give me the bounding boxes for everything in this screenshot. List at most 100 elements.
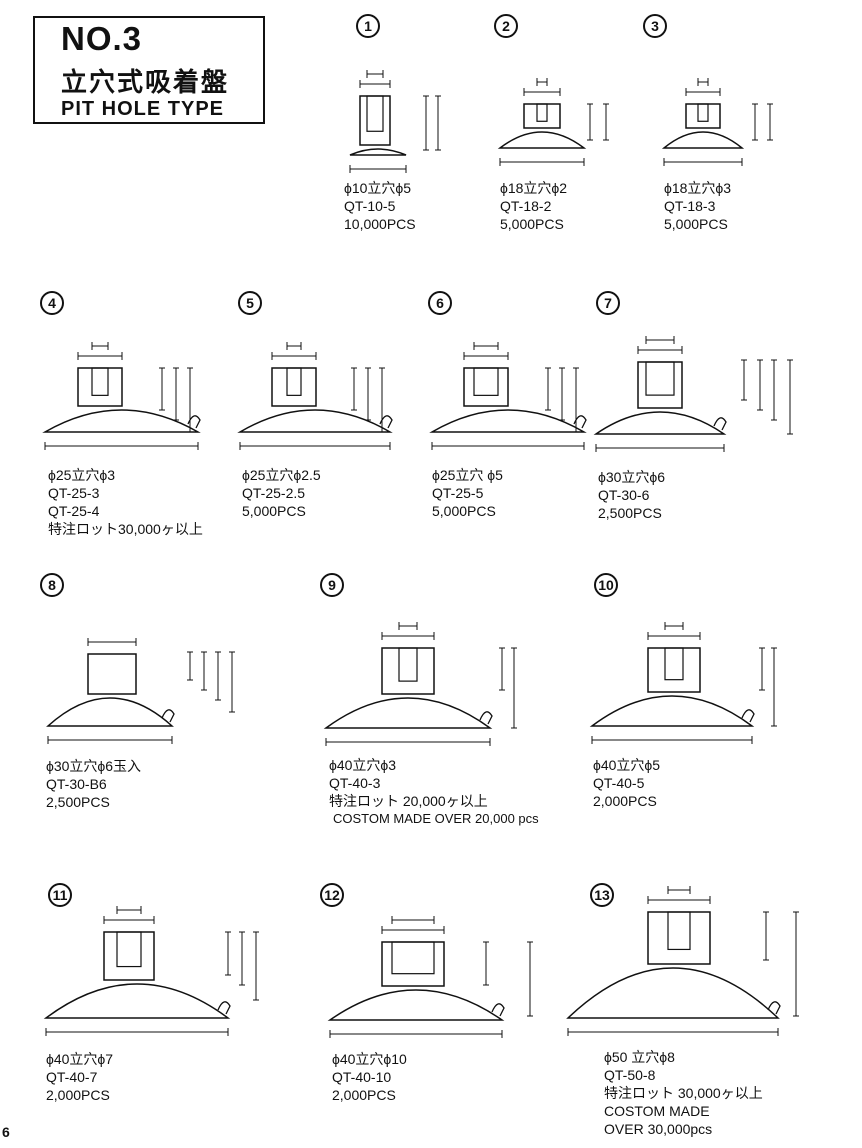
pit-hole <box>697 103 709 122</box>
caption-line: ϕ40立穴ϕ10 <box>332 1051 407 1067</box>
stem-outline <box>77 367 123 407</box>
caption-line: QT-25-4 <box>48 503 100 519</box>
suction-cup-body <box>349 148 407 156</box>
caption-item-4: ϕ25立穴ϕ3 QT-25-3 QT-25-4 特注ロット30,000ヶ以上 <box>48 466 203 538</box>
item-number-6: 6 <box>428 291 452 315</box>
pit-hole <box>536 103 548 122</box>
stem-outline <box>523 103 561 129</box>
caption-line: QT-40-7 <box>46 1069 98 1085</box>
item-number-11: 11 <box>48 883 72 907</box>
caption-item-8: ϕ30立穴ϕ6玉入 QT-30-B6 2,500PCS <box>46 757 141 811</box>
caption-line: 5,000PCS <box>432 503 496 519</box>
item-number-3: 3 <box>643 14 667 38</box>
caption-line: 2,000PCS <box>332 1087 396 1103</box>
pit-hole <box>286 367 302 396</box>
caption-item-12: ϕ40立穴ϕ10 QT-40-10 2,000PCS <box>332 1050 407 1104</box>
caption-line: 2,000PCS <box>593 793 657 809</box>
caption-item-1: ϕ10立穴ϕ5 QT-10-5 10,000PCS <box>344 179 416 233</box>
caption-line: ϕ40立穴ϕ5 <box>593 757 661 773</box>
caption-item-7: ϕ30立穴ϕ6 QT-30-6 2,500PCS <box>598 468 665 522</box>
stem-outline <box>647 911 711 965</box>
suction-cup-body <box>589 695 755 727</box>
caption-line: 5,000PCS <box>664 216 728 232</box>
caption-line: COSTOM MADE <box>604 1103 710 1119</box>
item-number-7: 7 <box>596 291 620 315</box>
item-number-12: 12 <box>320 883 344 907</box>
pull-tab <box>161 709 175 723</box>
item-number-13: 13 <box>590 883 614 907</box>
caption-line: 特注ロット 20,000ヶ以上 <box>329 793 488 809</box>
caption-line: COSTOM MADE OVER 20,000 pcs <box>333 811 539 826</box>
caption-line: 2,000PCS <box>46 1087 110 1103</box>
stem-outline <box>103 931 155 981</box>
caption-line: ϕ18立穴ϕ3 <box>664 180 732 196</box>
suction-cup-body <box>46 697 174 727</box>
item-number-1: 1 <box>356 14 380 38</box>
pit-hole <box>473 367 499 396</box>
caption-item-5: ϕ25立穴ϕ2.5 QT-25-2.5 5,000PCS <box>242 466 321 520</box>
stem-outline <box>463 367 509 407</box>
pull-tab <box>187 415 201 429</box>
stem-outline <box>359 95 391 146</box>
suction-cup-body <box>566 967 780 1019</box>
caption-line: QT-30-B6 <box>46 776 107 792</box>
caption-line: ϕ30立穴ϕ6玉入 <box>46 758 142 774</box>
stem-outline <box>647 647 701 693</box>
caption-line: 5,000PCS <box>242 503 306 519</box>
caption-line: QT-30-6 <box>598 487 650 503</box>
caption-line: 2,500PCS <box>46 794 110 810</box>
pull-tab <box>767 1001 781 1015</box>
pit-hole <box>664 647 684 681</box>
caption-line: ϕ40立穴ϕ3 <box>329 757 397 773</box>
item-number-8: 8 <box>40 573 64 597</box>
caption-line: ϕ10立穴ϕ5 <box>344 180 412 196</box>
caption-item-10: ϕ40立穴ϕ5 QT-40-5 2,000PCS <box>593 756 660 810</box>
stem-outline <box>87 653 137 695</box>
caption-line: ϕ18立穴ϕ2 <box>500 180 568 196</box>
item-number-2: 2 <box>494 14 518 38</box>
pit-hole <box>391 941 435 975</box>
caption-line: ϕ30立穴ϕ6 <box>598 469 666 485</box>
pit-hole <box>366 95 384 132</box>
suction-cup-body <box>43 983 231 1019</box>
caption-line: QT-25-5 <box>432 485 484 501</box>
caption-line: QT-25-3 <box>48 485 100 501</box>
caption-line: ϕ25立穴 ϕ5 <box>432 467 503 483</box>
page-number: 6 <box>2 1124 10 1140</box>
stem-outline <box>381 647 435 695</box>
pit-hole <box>645 361 675 396</box>
suction-cup-body <box>323 697 493 729</box>
pull-tab <box>573 415 587 429</box>
caption-line: QT-25-2.5 <box>242 485 306 501</box>
caption-line: 特注ロット 30,000ヶ以上 <box>604 1085 763 1101</box>
pull-tab <box>713 417 727 431</box>
title-box: NO.3 立穴式吸着盤 PIT HOLE TYPE <box>33 16 265 124</box>
caption-line: OVER 30,000pcs <box>604 1121 713 1137</box>
caption-item-2: ϕ18立穴ϕ2 QT-18-2 5,000PCS <box>500 179 567 233</box>
caption-line: 5,000PCS <box>500 216 564 232</box>
pull-tab <box>741 709 755 723</box>
caption-item-3: ϕ18立穴ϕ3 QT-18-3 5,000PCS <box>664 179 731 233</box>
caption-line: QT-40-3 <box>329 775 381 791</box>
suction-cup-body <box>429 409 587 433</box>
caption-line: 2,500PCS <box>598 505 662 521</box>
suction-cup-body <box>661 131 745 149</box>
caption-line: QT-18-2 <box>500 198 552 214</box>
suction-cup-body <box>593 411 727 435</box>
suction-cup-body <box>327 989 505 1021</box>
stem-outline <box>381 941 445 987</box>
pull-tab <box>217 1001 231 1015</box>
suction-cup-body <box>497 131 587 149</box>
caption-item-9: ϕ40立穴ϕ3 QT-40-3 特注ロット 20,000ヶ以上 COSTOM M… <box>329 756 539 828</box>
series-number: NO.3 <box>61 20 143 57</box>
pit-hole <box>667 911 691 951</box>
pit-hole <box>116 931 142 968</box>
caption-line: 10,000PCS <box>344 216 416 232</box>
caption-line: ϕ25立穴ϕ2.5 <box>242 467 321 483</box>
pull-tab <box>379 415 393 429</box>
caption-line: QT-40-10 <box>332 1069 392 1085</box>
caption-line: QT-18-3 <box>664 198 716 214</box>
pit-hole <box>91 367 109 396</box>
item-number-9: 9 <box>320 573 344 597</box>
